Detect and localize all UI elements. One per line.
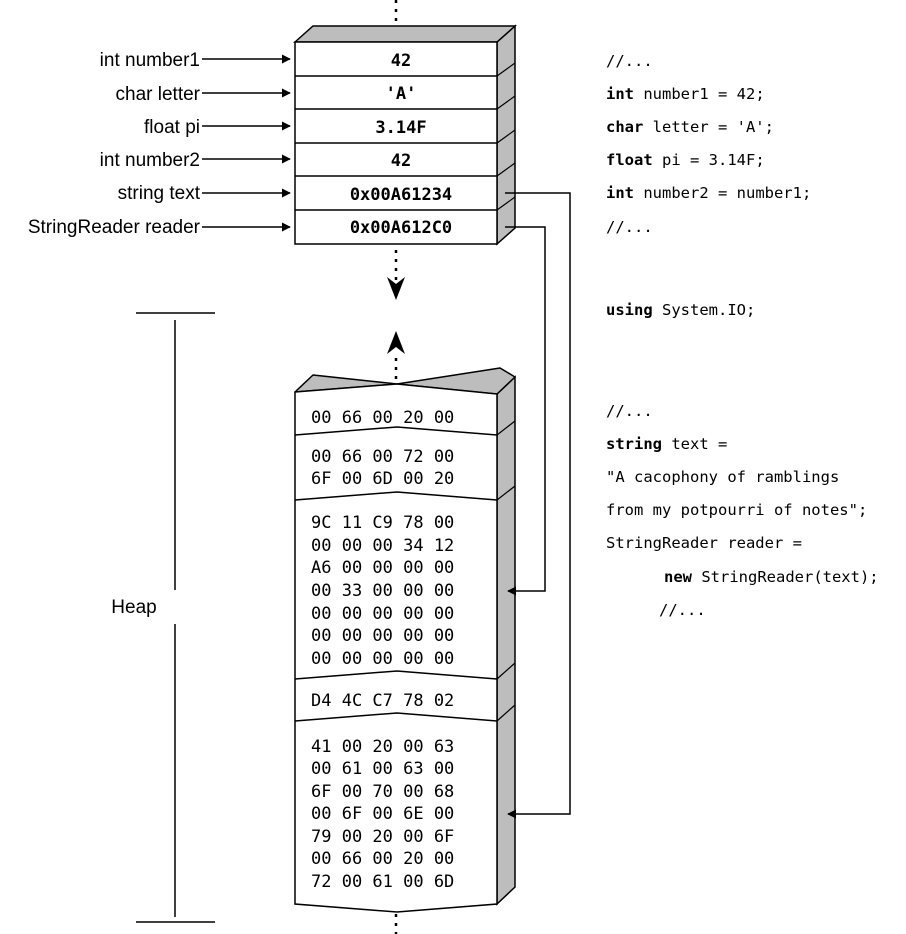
code-line: //...: [606, 402, 653, 420]
code-line: //...: [606, 52, 653, 70]
stack-label-letter: char letter: [116, 84, 201, 105]
heap-line: 00 66 00 20 00: [311, 408, 454, 428]
heap-label: Heap: [111, 597, 156, 618]
heap-line: A6 00 00 00 00: [311, 558, 454, 578]
code-block-using: using System.IO;: [606, 301, 755, 319]
stack-side: [496, 24, 516, 246]
heap-line: 6F 00 70 00 68: [311, 782, 454, 802]
stack-label-pi: float pi: [144, 117, 200, 138]
heap-front: [294, 383, 498, 913]
heap-line: 00 00 00 00 00: [311, 626, 454, 646]
heap-line: 41 00 20 00 63: [311, 737, 454, 757]
code-line: StringReader reader =: [606, 534, 802, 552]
heap-line: 00 66 00 72 00: [311, 447, 454, 467]
code-block-string: //... string text = "A cacophony of ramb…: [606, 402, 879, 619]
heap-side: [496, 375, 516, 906]
heap-line: 00 6F 00 6E 00: [311, 804, 454, 824]
heap-growth-arrow-icon: [387, 331, 405, 354]
reader-reference-arrow: [505, 226, 546, 596]
code-line: int number1 = 42;: [606, 85, 765, 103]
code-line: int number2 = number1;: [606, 184, 811, 202]
heap-line: 00 33 00 00 00: [311, 581, 454, 601]
stack-label-reader: StringReader reader: [28, 217, 201, 238]
stack-label-text: string text: [118, 183, 201, 204]
stack: 42 'A' 3.14F 42 0x00A61234 0x00A612C0 in…: [28, 0, 517, 300]
heap-line: 00 00 00 00 00: [311, 649, 454, 669]
code-line: string text =: [606, 435, 727, 453]
heap-line: 00 00 00 34 12: [311, 536, 454, 556]
stack-label-number1: int number1: [100, 50, 200, 71]
code-block-variables: //... int number1 = 42; char letter = 'A…: [606, 52, 811, 236]
code-line: float pi = 3.14F;: [606, 151, 765, 169]
heap-line: 72 00 61 00 6D: [311, 872, 454, 892]
stack-value-number2: 42: [391, 151, 411, 171]
text-reference-arrow: [505, 192, 571, 819]
code-line: using System.IO;: [606, 301, 755, 319]
heap: 00 66 00 20 00 00 66 00 72 00 6F 00 6D 0…: [294, 331, 516, 934]
stack-growth-arrow-icon: [387, 277, 405, 300]
heap-line: D4 4C C7 78 02: [311, 691, 454, 711]
stack-value-text: 0x00A61234: [350, 185, 452, 205]
heap-label-bg: [100, 590, 180, 624]
stack-label-number2: int number2: [100, 150, 200, 171]
stack-value-number1: 42: [391, 51, 411, 71]
stack-value-reader: 0x00A612C0: [350, 218, 452, 238]
stack-value-letter: 'A': [386, 84, 417, 104]
heap-line: 00 00 00 00 00: [311, 604, 454, 624]
code-line: char letter = 'A';: [606, 118, 774, 136]
heap-line: 6F 00 6D 00 20: [311, 469, 454, 489]
heap-line: 00 61 00 63 00: [311, 759, 454, 779]
stack-value-pi: 3.14F: [375, 118, 426, 138]
code-line: new StringReader(text);: [664, 568, 879, 586]
code-line: //...: [659, 601, 706, 619]
heap-line: 9C 11 C9 78 00: [311, 513, 454, 533]
code-line: "A cacophony of ramblings: [606, 468, 839, 486]
heap-line: 00 66 00 20 00: [311, 849, 454, 869]
code-line: //...: [606, 218, 653, 236]
code-line: from my potpourri of notes";: [606, 501, 867, 519]
stack-top: [293, 25, 517, 43]
heap-line: 79 00 20 00 6F: [311, 827, 454, 847]
